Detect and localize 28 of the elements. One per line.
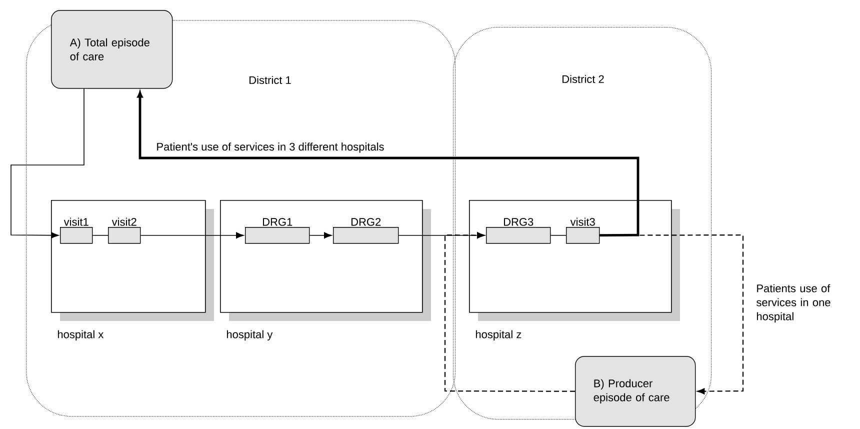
hospital-label: hospital x: [58, 330, 104, 340]
arrow: [140, 232, 244, 239]
node-label: DRG2: [351, 218, 381, 226]
node-label: visit3: [570, 218, 595, 226]
node-label: visit2: [112, 218, 136, 226]
service-box: visit1: [60, 218, 93, 244]
arrow: [444, 232, 575, 392]
service-box: visit3: [566, 218, 600, 244]
hospital-label: hospital y: [226, 330, 273, 340]
hospital-box: [469, 200, 672, 313]
hospital-box: [51, 200, 206, 313]
arrow: [137, 91, 640, 237]
node-label: DRG1: [262, 218, 292, 226]
node-label: DRG3: [504, 218, 534, 226]
arrow: [10, 88, 84, 238]
service-box: DRG2: [333, 218, 399, 244]
service-box: visit2: [108, 218, 141, 244]
episode-box: A) Total episode of care: [51, 10, 173, 89]
episode-box: B) Producer episode of care: [575, 356, 696, 427]
arrow: [309, 232, 332, 239]
service-box: DRG3: [486, 218, 551, 244]
edge-label: Patient's use of services in 3 different hospitals: [157, 142, 384, 153]
hospital-label: hospital z: [476, 330, 522, 340]
hospital-box: [220, 200, 423, 313]
arrow: [600, 234, 744, 394]
node-label: visit1: [64, 218, 88, 226]
edge-label: Patients use of services in one hospital: [756, 284, 830, 322]
service-box: DRG1: [245, 218, 310, 244]
